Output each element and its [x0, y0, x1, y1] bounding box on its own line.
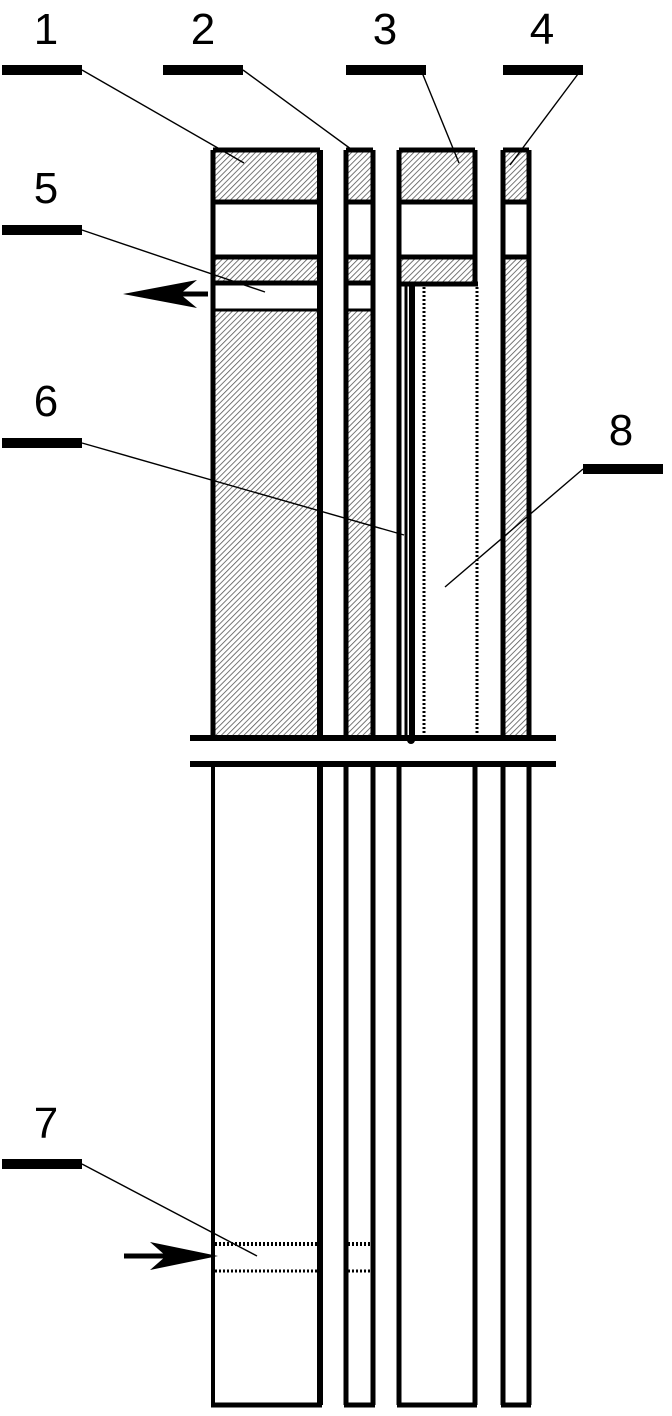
- tube-4-upper: [500, 147, 532, 735]
- tube-3-lower: [396, 764, 478, 1408]
- tube-2-lower: [343, 764, 376, 1408]
- callout-label-8: 8: [609, 406, 633, 455]
- dotted-container-8: [422, 287, 479, 735]
- tube-3-upper: [396, 147, 478, 735]
- tube-1-upper: [210, 147, 323, 735]
- callout-label-1: 1: [34, 5, 58, 54]
- inlet-channel-7: [215, 1242, 371, 1273]
- callout-label-4: 4: [530, 5, 554, 54]
- callout-label-5: 5: [34, 164, 58, 213]
- tube-2-upper: [343, 147, 376, 735]
- inner-rod-6: [404, 286, 415, 744]
- callout-bars: [2, 65, 663, 1169]
- leader-lines: [81, 69, 584, 1257]
- callout-label-2: 2: [191, 5, 215, 54]
- callout-label-3: 3: [373, 5, 397, 54]
- divider-bars: [190, 735, 556, 767]
- arrow-left-icon: [123, 280, 208, 308]
- callout-label-6: 6: [34, 377, 58, 426]
- tube-4-lower: [500, 764, 532, 1408]
- callout-label-7: 7: [34, 1099, 58, 1148]
- tube-1-lower: [211, 764, 323, 1408]
- arrow-right-icon: [124, 1242, 218, 1270]
